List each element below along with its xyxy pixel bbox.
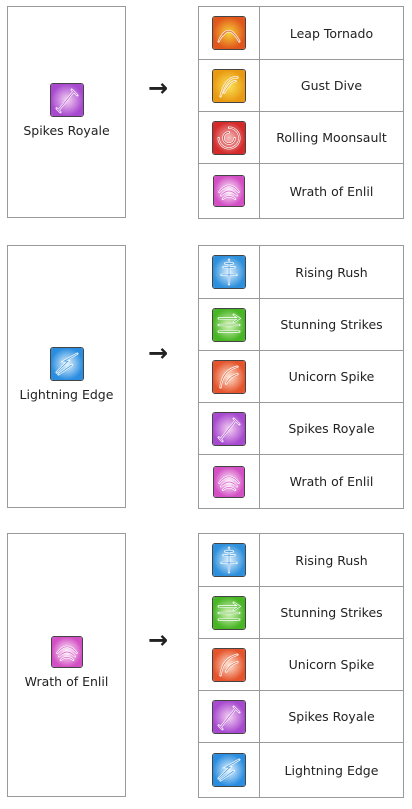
table-row: Stunning Strikes [198,298,404,351]
gust-dive-icon [212,68,246,103]
target-skill-label: Gust Dive [259,59,404,112]
table-row: Rising Rush [198,245,404,299]
unicorn-spike-icon [212,647,246,682]
table-row: Gust Dive [198,59,404,112]
wrath-of-enlil-icon [213,465,245,498]
lightning-edge-icon-graphic [213,754,245,786]
stunning-strikes-icon-graphic [213,308,245,341]
target-skill-label: Leap Tornado [259,6,404,60]
spikes-royale-icon [212,699,246,734]
table-row: Leap Tornado [198,6,404,60]
source-skill-label: Wrath of Enlil [24,674,109,689]
target-skill-table: Rising Rush Stunning Strikes Unicorn Spi… [198,245,404,509]
lightning-edge-icon [49,347,84,381]
target-skill-label: Wrath of Enlil [259,454,404,509]
unicorn-spike-icon [212,359,246,394]
rising-rush-icon-graphic [213,256,245,288]
table-row: Rising Rush [198,533,404,587]
source-skill-cell: Spikes Royale [7,6,126,218]
target-skill-label: Rising Rush [259,245,404,299]
spikes-royale-icon [212,411,246,446]
stunning-strikes-icon [212,595,246,630]
table-row: Wrath of Enlil [198,163,404,219]
source-skill-label: Lightning Edge [19,387,114,402]
lightning-edge-icon-graphic [50,348,83,380]
rolling-moonsault-icon [212,120,246,155]
target-skill-label: Unicorn Spike [259,350,404,403]
spikes-royale-icon [49,83,84,117]
target-skill-label: Lightning Edge [259,742,404,798]
table-row: Spikes Royale [198,402,404,455]
target-skill-table: Leap Tornado Gust Dive Rolling Moonsault… [198,6,404,219]
arrow-icon: → [148,626,169,654]
source-skill-label: Spikes Royale [23,123,110,138]
rising-rush-icon [212,543,246,577]
arrow-icon: → [148,74,169,102]
rising-rush-icon-graphic [213,544,245,576]
lightning-edge-icon [212,753,246,787]
wrath-of-enlil-icon-graphic [214,466,244,497]
unicorn-spike-icon-graphic [213,360,245,393]
stunning-strikes-icon-graphic [213,596,245,629]
target-skill-label: Stunning Strikes [259,298,404,351]
arrow-icon: → [148,339,169,367]
target-skill-label: Stunning Strikes [259,586,404,639]
source-skill-cell: Wrath of Enlil [7,533,126,797]
wrath-of-enlil-icon-graphic [51,637,82,667]
target-skill-label: Rolling Moonsault [259,111,404,164]
spikes-royale-icon-graphic [213,412,245,445]
wrath-of-enlil-icon [213,175,245,207]
spikes-royale-icon-graphic [50,84,83,116]
target-skill-table: Rising Rush Stunning Strikes Unicorn Spi… [198,533,404,798]
stunning-strikes-icon [212,307,246,342]
table-row: Rolling Moonsault [198,111,404,164]
source-skill-cell: Lightning Edge [7,245,126,508]
gust-dive-icon-graphic [213,69,245,102]
target-skill-label: Rising Rush [259,533,404,587]
table-row: Spikes Royale [198,690,404,743]
wrath-of-enlil-icon [50,636,83,668]
spikes-royale-icon-graphic [213,700,245,733]
table-row: Wrath of Enlil [198,454,404,509]
leap-tornado-icon-graphic [213,17,245,49]
target-skill-label: Spikes Royale [259,402,404,455]
unicorn-spike-icon-graphic [213,648,245,681]
target-skill-label: Unicorn Spike [259,638,404,691]
target-skill-label: Wrath of Enlil [259,163,404,219]
table-row: Unicorn Spike [198,638,404,691]
table-row: Unicorn Spike [198,350,404,403]
target-skill-label: Spikes Royale [259,690,404,743]
table-row: Lightning Edge [198,742,404,798]
leap-tornado-icon [212,16,246,50]
table-row: Stunning Strikes [198,586,404,639]
wrath-of-enlil-icon-graphic [214,176,244,206]
rolling-moonsault-icon-graphic [213,121,245,154]
rising-rush-icon [212,255,246,289]
